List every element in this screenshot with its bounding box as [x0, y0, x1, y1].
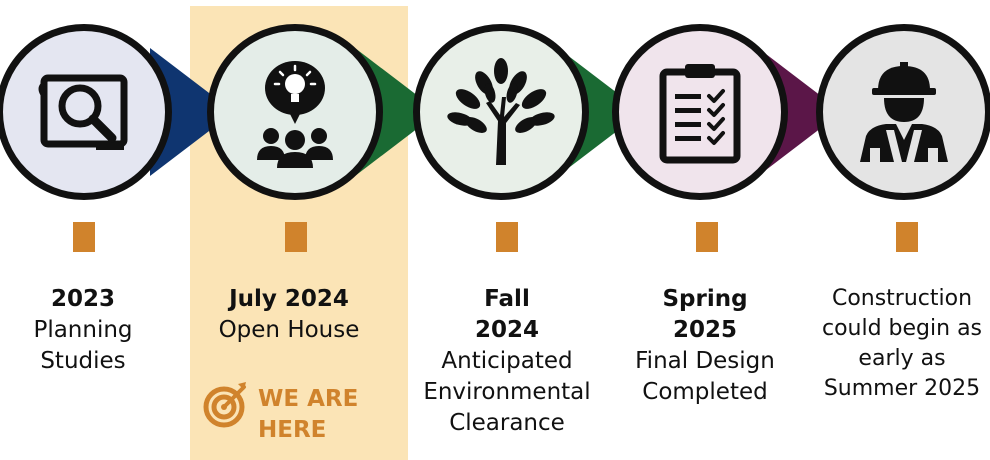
stem-5 [896, 222, 918, 252]
we-are-here-label: WE ARE HERE [258, 386, 359, 443]
stage-circle-planning [0, 24, 172, 200]
stage-label-open-house: July 2024 Open House [194, 284, 384, 346]
idea-people-icon [245, 56, 345, 168]
stage-circle-environmental [413, 24, 589, 200]
clipboard-checklist-icon [655, 60, 745, 164]
stage-label-final-design: Spring 2025 Final Design Completed [610, 284, 800, 408]
map-magnifier-icon [34, 62, 134, 162]
stage-circle-open-house [207, 24, 383, 200]
stage-year: 2023 [50, 286, 115, 312]
construction-worker-icon [856, 60, 952, 164]
tree-icon [446, 57, 556, 167]
stage-circle-final-design [612, 24, 788, 200]
stage-label-environmental: Fall 2024 Anticipated Environmental Clea… [412, 284, 602, 439]
stem-2 [285, 222, 307, 252]
stage-year: Fall 2024 [474, 286, 539, 343]
stem-4 [696, 222, 718, 252]
stem-1 [73, 222, 95, 252]
we-are-here-marker: WE ARE HERE [200, 380, 400, 450]
stage-description: Planning Studies [33, 317, 133, 374]
stage-circle-construction [816, 24, 990, 200]
stage-year: July 2024 [229, 286, 349, 312]
stage-label-construction: Construction could begin as early as Sum… [812, 284, 990, 404]
target-icon [200, 380, 250, 434]
stem-3 [496, 222, 518, 252]
stage-year: Spring 2025 [662, 286, 748, 343]
connector-arrow-1 [150, 48, 234, 176]
stage-description: Open House [218, 317, 360, 343]
stage-description: Construction could begin as early as Sum… [821, 286, 983, 401]
stage-description: Anticipated Environmental Clearance [423, 348, 591, 436]
stage-description: Final Design Completed [635, 348, 775, 405]
stage-label-planning: 2023 Planning Studies [0, 284, 178, 377]
